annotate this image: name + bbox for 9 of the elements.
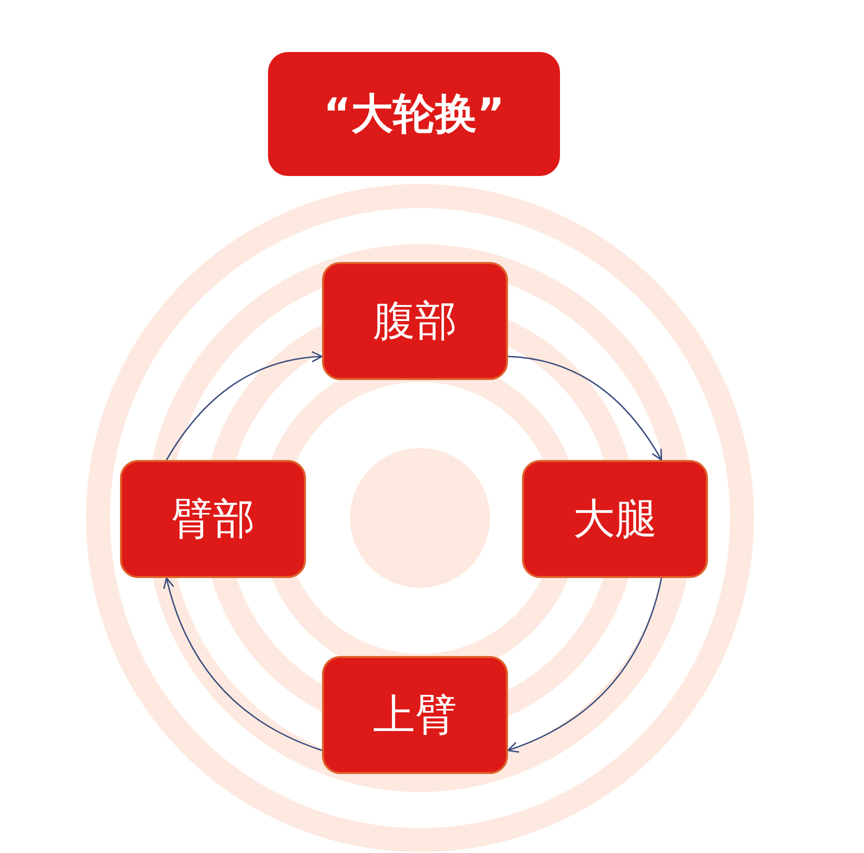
- process-box: 上臂: [322, 656, 508, 774]
- curved-arrow: [507, 578, 662, 752]
- process-box: 大腿: [522, 460, 708, 578]
- curved-arrow: [508, 356, 662, 461]
- title-box: “大轮换”: [268, 52, 560, 176]
- curved-arrow: [164, 577, 322, 752]
- process-box: 腹部: [322, 262, 508, 380]
- curved-arrow: [166, 351, 323, 460]
- process-box: 臂部: [120, 460, 306, 578]
